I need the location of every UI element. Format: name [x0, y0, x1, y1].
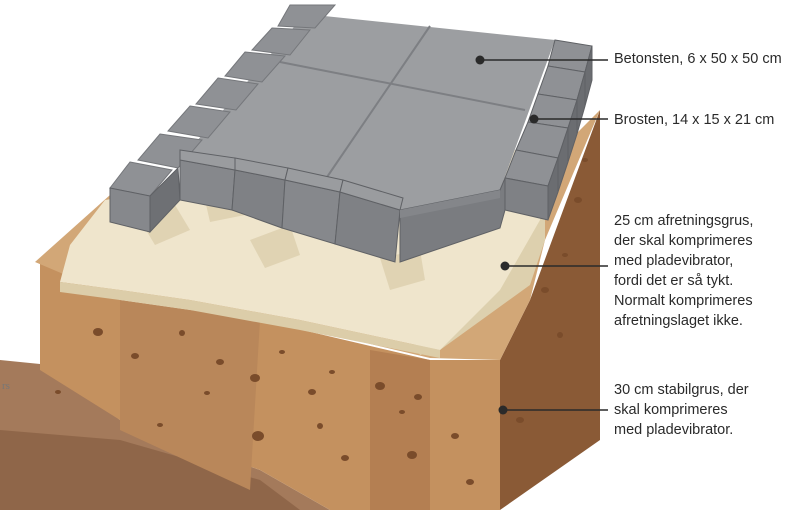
ground-shade — [0, 430, 300, 510]
label-betonsten: Betonsten, 6 x 50 x 50 cm — [614, 49, 782, 69]
label-line: afretningslaget ikke. — [614, 313, 743, 329]
label-line: skal komprimeres — [614, 402, 728, 418]
stabilgrus-stones — [55, 158, 588, 485]
label-line: fordi det er så tykt. — [614, 273, 734, 289]
leader-lines — [480, 59, 608, 411]
brosten-left-row-top — [109, 4, 337, 197]
label-line: med pladevibrator, — [614, 253, 734, 269]
label-line: Betonsten, 6 x 50 x 50 cm — [614, 51, 782, 67]
leader-dot-stabilgrus — [498, 405, 508, 415]
leader-dot-betonsten — [475, 55, 485, 65]
leader-dot-afretningsgrus — [500, 261, 510, 271]
label-line: med pladevibrator. — [614, 422, 734, 438]
afretningsgrus-front-edge — [60, 282, 440, 358]
betonsten-edge — [400, 190, 500, 218]
label-afretningsgrus: 25 cm afretningsgrus, der skal komprimer… — [614, 211, 753, 331]
label-stabilgrus: 30 cm stabilgrus, der skal komprimeres m… — [614, 380, 749, 440]
label-brosten: Brosten, 14 x 15 x 21 cm — [614, 110, 774, 130]
label-line: 25 cm afretningsgrus, — [614, 213, 754, 229]
leader-dot-brosten — [529, 114, 539, 124]
stabilgrus-front-shade-2 — [370, 350, 430, 510]
stabilgrus-front-shade — [120, 300, 260, 490]
label-line: 30 cm stabilgrus, der — [614, 382, 749, 398]
label-line: der skal komprimeres — [614, 233, 753, 249]
label-line: Normalt komprimeres — [614, 293, 753, 309]
brosten-front-row — [109, 149, 404, 263]
betonsten-joints — [279, 25, 526, 181]
edge-text-fragment: rs — [2, 380, 10, 392]
label-line: Brosten, 14 x 15 x 21 cm — [614, 112, 775, 128]
